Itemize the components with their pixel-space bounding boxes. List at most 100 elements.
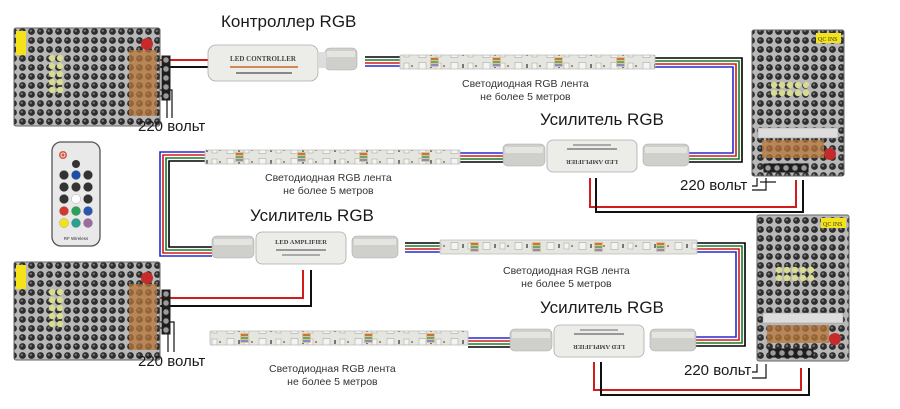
rgb-bus-right-loop bbox=[693, 242, 746, 347]
connector-plug bbox=[649, 328, 697, 352]
qc-badge: QC INS bbox=[816, 33, 841, 43]
remote-button bbox=[83, 194, 93, 204]
power-icon bbox=[59, 151, 67, 159]
qc-badge: QC INS bbox=[821, 218, 846, 228]
trim-knob bbox=[141, 272, 153, 284]
remote-button bbox=[71, 194, 81, 204]
strip-caption-4: Светодиодная RGB лента не более 5 метров bbox=[269, 363, 396, 389]
svg-text:QC INS: QC INS bbox=[823, 222, 843, 228]
led-strip bbox=[209, 330, 469, 346]
strip-caption-3: Светодиодная RGB лента не более 5 метров bbox=[503, 265, 630, 291]
power-label-2: 220 вольт bbox=[680, 177, 748, 194]
rgb-led-chip bbox=[421, 152, 430, 162]
rgb-led-chip bbox=[235, 152, 244, 162]
strip-caption-line1: Светодиодная RGB лента bbox=[503, 265, 630, 277]
connector-plug bbox=[351, 235, 399, 259]
strip-caption-line2: не более 5 метров bbox=[287, 376, 378, 388]
trim-knob bbox=[141, 38, 153, 50]
strip-caption-line1: Светодиодная RGB лента bbox=[462, 78, 589, 90]
strip-caption-line1: Светодиодная RGB лента bbox=[269, 363, 396, 375]
rgb-amplifier-3: LED AMPLIFIER bbox=[509, 324, 697, 358]
qc-badge bbox=[16, 31, 26, 55]
amplifier-device-text: LED AMPLIFIER bbox=[566, 158, 618, 165]
terminal-block bbox=[161, 55, 171, 101]
amplifier-title-1: Усилитель RGB bbox=[540, 110, 664, 129]
rgb-led-chip bbox=[616, 57, 625, 67]
remote-button bbox=[72, 160, 80, 168]
remote-button bbox=[83, 218, 93, 228]
rgb-led-chip bbox=[470, 242, 479, 252]
remote-button bbox=[83, 182, 93, 192]
remote-button bbox=[59, 194, 69, 204]
led-strip bbox=[204, 149, 461, 165]
power-supply-right-1: QC INS bbox=[751, 29, 845, 177]
remote-button bbox=[59, 206, 69, 216]
terminal-block bbox=[768, 348, 814, 358]
remote-button bbox=[83, 170, 93, 180]
controller-title: Контроллер RGB bbox=[221, 12, 357, 31]
rgb-controller: LED CONTROLLER bbox=[207, 44, 358, 82]
trim-knob bbox=[829, 333, 841, 345]
strip-caption-line2: не более 5 метров bbox=[480, 91, 571, 103]
rgb-amplifier-2: LED AMPLIFIER bbox=[211, 231, 399, 265]
remote-button bbox=[71, 182, 81, 192]
remote-button bbox=[59, 170, 69, 180]
remote-button bbox=[59, 218, 69, 228]
rgb-led-chip bbox=[656, 242, 665, 252]
rgb-led-chip bbox=[302, 333, 311, 343]
strip-caption-1: Светодиодная RGB лента не более 5 метров bbox=[462, 78, 589, 104]
rgb-bus-amp1-in bbox=[460, 152, 503, 163]
rgb-bus-amp2-out bbox=[405, 242, 440, 253]
amplifier-device-text: LED AMPLIFIER bbox=[275, 239, 327, 246]
strip-caption-line2: не более 5 метров bbox=[521, 278, 612, 290]
rf-remote-control: RF Wireless bbox=[51, 141, 101, 247]
connector-plug bbox=[502, 143, 546, 167]
rgb-led-chip bbox=[240, 333, 249, 343]
led-strip bbox=[439, 239, 698, 255]
rgb-led-chip bbox=[594, 242, 603, 252]
rgb-led-chip bbox=[364, 333, 373, 343]
controller-device-text: LED CONTROLLER bbox=[230, 55, 297, 63]
connector-plug bbox=[509, 328, 553, 352]
power-supply-right-2: QC INS bbox=[756, 214, 850, 362]
remote-button bbox=[83, 206, 93, 216]
connector-plug bbox=[211, 235, 255, 259]
terminal-block bbox=[161, 289, 171, 335]
qc-badge bbox=[16, 265, 26, 289]
strip-caption-line2: не более 5 метров bbox=[283, 185, 374, 197]
rgb-bus-amp3-in bbox=[468, 337, 510, 348]
trim-knob bbox=[824, 148, 836, 160]
amplifier-title-2: Усилитель RGB bbox=[250, 206, 374, 225]
led-strip bbox=[399, 54, 656, 70]
remote-button bbox=[59, 182, 69, 192]
remote-button bbox=[71, 218, 81, 228]
svg-text:QC INS: QC INS bbox=[818, 37, 838, 43]
strip-caption-line1: Светодиодная RGB лента bbox=[265, 172, 392, 184]
rgb-led-chip bbox=[492, 57, 501, 67]
remote-button bbox=[71, 206, 81, 216]
power-label-1: 220 вольт bbox=[138, 118, 206, 135]
amplifier-title-3: Усилитель RGB bbox=[540, 298, 664, 317]
remote-brand-text: RF Wireless bbox=[64, 236, 89, 241]
power-label-4: 220 вольт bbox=[684, 362, 752, 379]
remote-button bbox=[71, 170, 81, 180]
rgb-led-chip bbox=[426, 333, 435, 343]
rgb-amplifier-1: LED AMPLIFIER bbox=[502, 139, 690, 173]
rgb-led-chip bbox=[532, 242, 541, 252]
rgb-led-chip bbox=[554, 57, 563, 67]
power-label-3: 220 вольт bbox=[138, 353, 206, 370]
strip-caption-2: Светодиодная RGB лента не более 5 метров bbox=[265, 172, 392, 198]
power-supply-left-1 bbox=[13, 27, 171, 127]
rgb-bus-left-loop bbox=[159, 151, 212, 257]
connector-plug bbox=[324, 47, 358, 71]
rgb-bus-top-right bbox=[655, 57, 743, 163]
connector-plug bbox=[642, 143, 690, 167]
rgb-led-chip bbox=[359, 152, 368, 162]
terminal-block bbox=[763, 163, 809, 173]
rgb-bus-controller-out bbox=[365, 56, 400, 67]
amplifier-device-text: LED AMPLIFIER bbox=[573, 343, 625, 350]
rgb-led-chip bbox=[297, 152, 306, 162]
rgb-led-chip bbox=[430, 57, 439, 67]
